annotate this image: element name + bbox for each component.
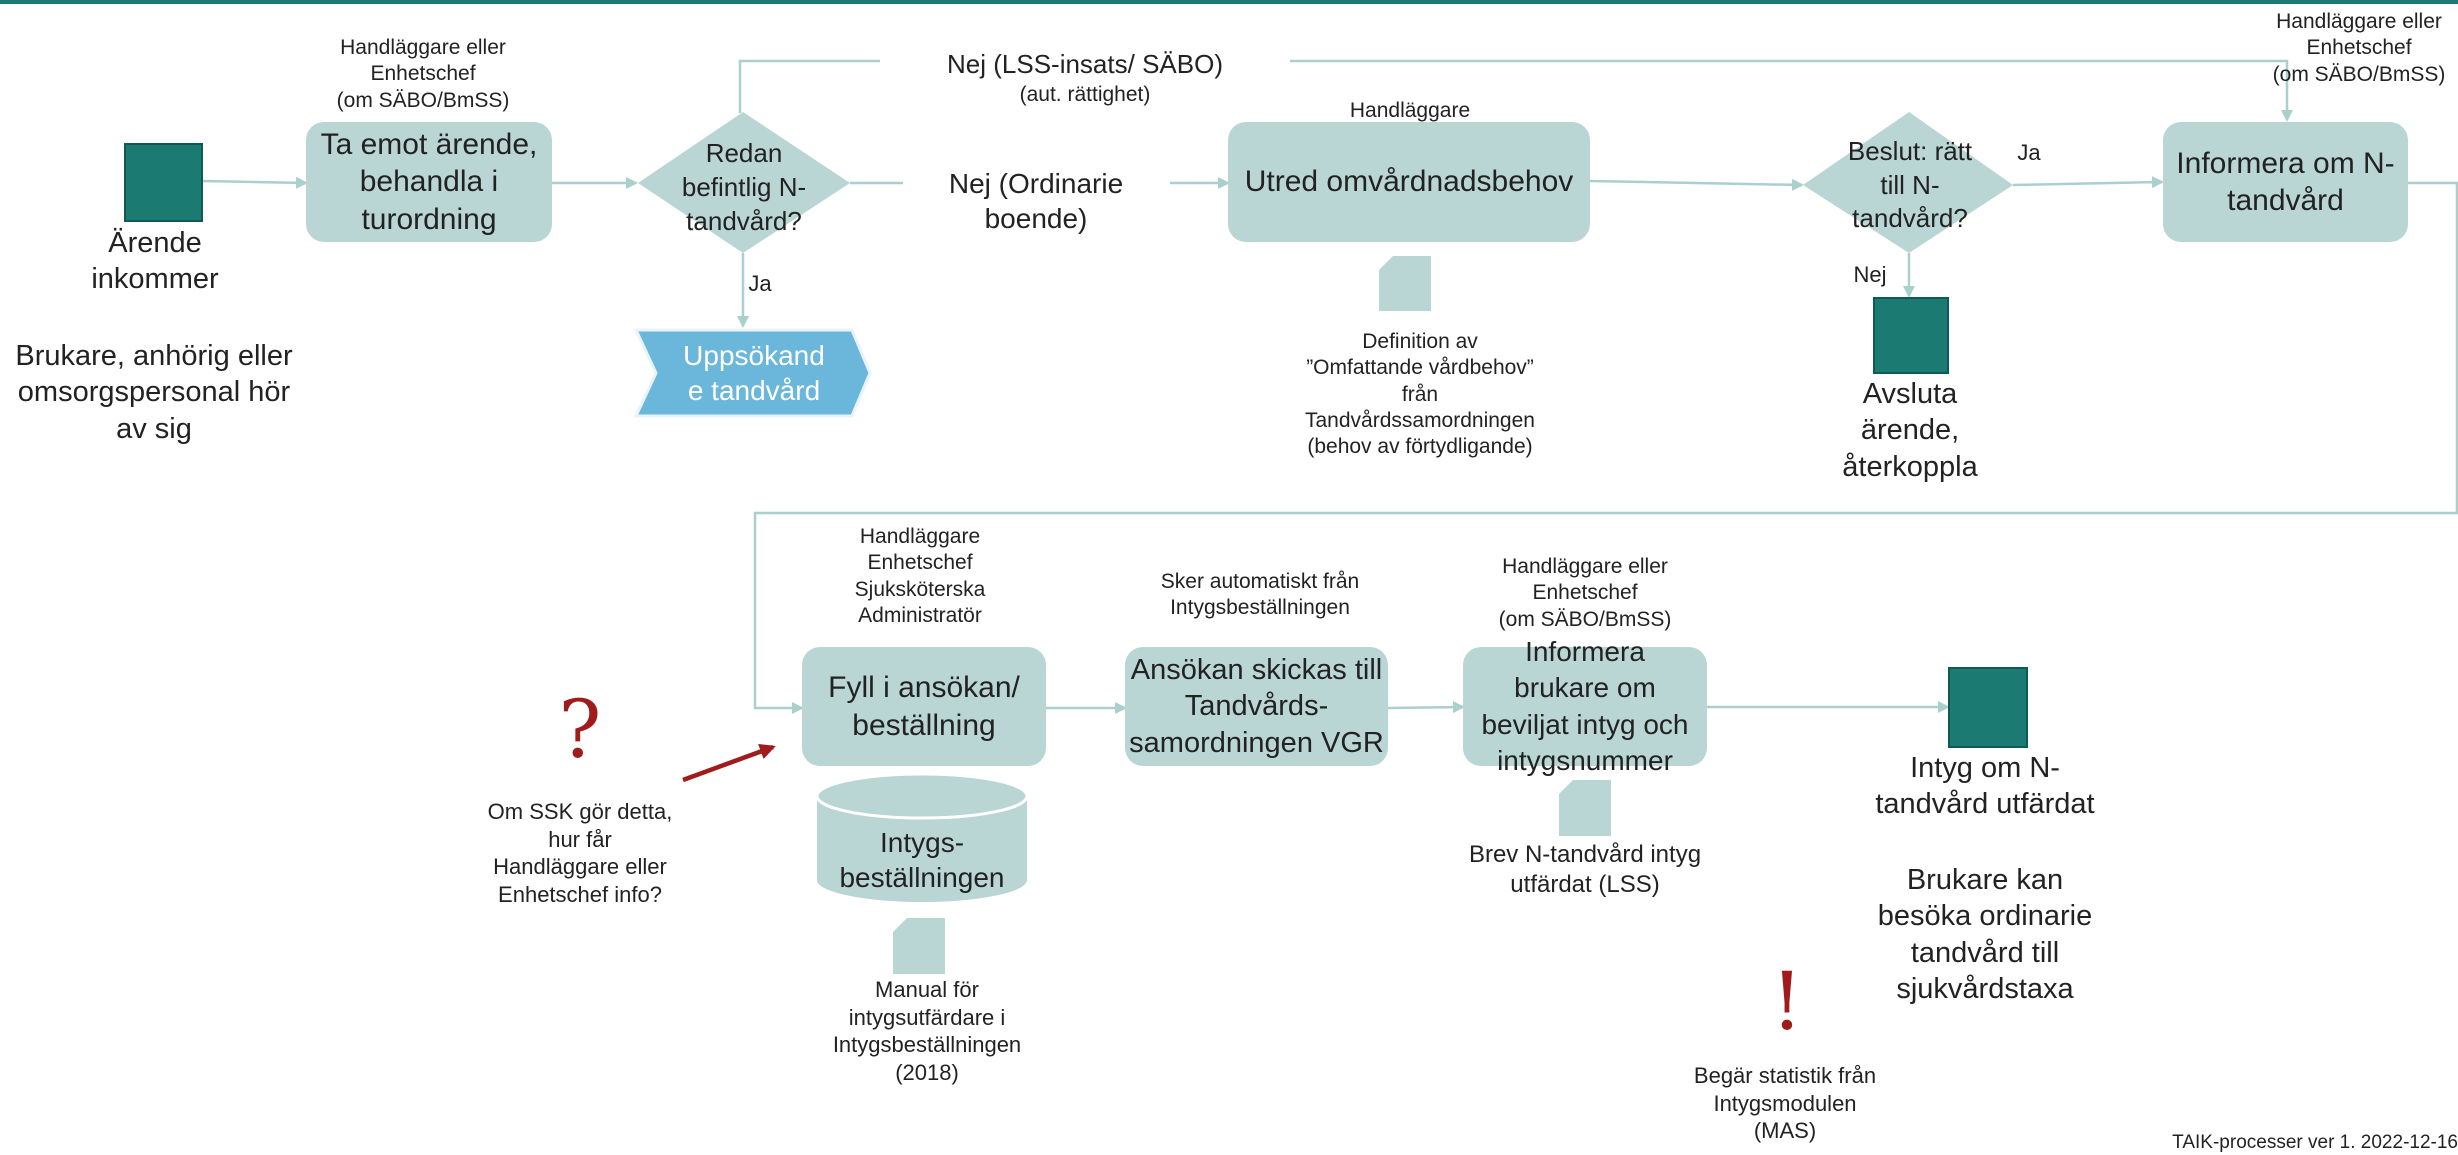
manual-note: Manual för intygsutfärdare i Intygsbestä… xyxy=(832,977,1022,1085)
arrow-assess-to-decision xyxy=(1589,178,1804,191)
stats-note: Begär statistik från Intygsmodulen (MAS) xyxy=(1693,1063,1877,1143)
role-fill: Handläggare Enhetschef Sjuksköterska Adm… xyxy=(854,525,986,627)
decision-yes-label: Ja xyxy=(2017,140,2041,165)
document-icon xyxy=(893,918,945,974)
document-icon xyxy=(1379,256,1431,311)
branch-lss-sublabel: (aut. rättighet) xyxy=(1019,83,1151,106)
end-label: Intyg om N- tandvård utfärdat xyxy=(1875,752,2095,821)
question-mark-icon: ? xyxy=(558,683,602,776)
role-inform: Handläggare eller Enhetschef (om SÄBO/Bm… xyxy=(2272,10,2446,86)
end-terminal-icon xyxy=(1948,667,2028,748)
inform-user-box[interactable]: Informera brukare om beviljat intyg och … xyxy=(1463,636,1707,776)
assess-document-note: Definition av ”Omfattande vårdbehov” frå… xyxy=(1305,330,1535,458)
database-cylinder xyxy=(815,772,1029,902)
branch-yes-existing-label: Ja xyxy=(748,271,772,296)
question-pointer-arrow xyxy=(682,743,776,783)
decision-existing-label[interactable]: Redan befintlig N- tandvård? xyxy=(681,138,807,236)
arrow-decision-to-inform xyxy=(2012,176,2164,189)
top-bar xyxy=(0,0,2458,4)
arrow-lss-to-inform xyxy=(738,59,2293,122)
start-label: Ärende inkommer xyxy=(91,227,219,296)
database-label[interactable]: Intygs- beställningen xyxy=(839,827,1005,893)
document-icon xyxy=(1559,780,1611,836)
branch-ordinary-label: Nej (Ordinarie boende) xyxy=(948,168,1124,234)
footer-version: TAIK-processer ver 1. 2022-12-16 xyxy=(2172,1132,2458,1153)
end-note: Brukare kan besöka ordinarie tandvård ti… xyxy=(1877,864,2093,1005)
branch-lss-label: Nej (LSS-insats/ SÄBO) xyxy=(880,48,1290,81)
role-inform2: Handläggare eller Enhetschef (om SÄBO/Bm… xyxy=(1498,555,1672,631)
outreach-dental-chevron[interactable]: Uppsökand e tandvård xyxy=(683,340,825,406)
decision-right-diamond xyxy=(1803,112,2013,253)
role-receive: Handläggare eller Enhetschef (om SÄBO/Bm… xyxy=(336,36,510,112)
assess-care-needs-box[interactable]: Utred omvårdnadsbehov xyxy=(1228,122,1590,242)
role-assess: Handläggare xyxy=(1349,99,1471,122)
arrow-send-to-inform2 xyxy=(1387,701,1465,714)
arrow-inform-to-fill xyxy=(753,181,2458,714)
close-terminal-icon xyxy=(1873,297,1949,374)
outreach-chevron-shape xyxy=(633,328,872,418)
inform-dental-box[interactable]: Informera om N- tandvård xyxy=(2163,122,2408,242)
close-case-label: Avsluta ärende, återkoppla xyxy=(1842,378,1978,483)
arrow-start-to-receive xyxy=(201,176,308,189)
fill-application-box[interactable]: Fyll i ansökan/ beställning xyxy=(802,647,1046,766)
decision-no-label: Nej xyxy=(1853,262,1887,287)
start-note: Brukare, anhörig eller omsorgspersonal h… xyxy=(15,340,293,445)
receive-case-box[interactable]: Ta emot ärende, behandla i turordning xyxy=(306,122,552,242)
question-note: Om SSK gör detta, hur får Handläggare el… xyxy=(487,799,673,907)
start-terminal-icon xyxy=(124,143,203,222)
decision-existing-diamond xyxy=(638,112,850,253)
decision-right-label[interactable]: Beslut: rätt till N- tandvård? xyxy=(1847,135,1973,234)
exclamation-icon: ! xyxy=(1770,955,1804,1048)
letter-note: Brev N-tandvård intyg utfärdat (LSS) xyxy=(1468,841,1702,898)
auto-note: Sker automatiskt från Intygsbeställninge… xyxy=(1160,570,1360,620)
send-application-box[interactable]: Ansökan skickas till Tandvårds- samordni… xyxy=(1125,647,1388,766)
